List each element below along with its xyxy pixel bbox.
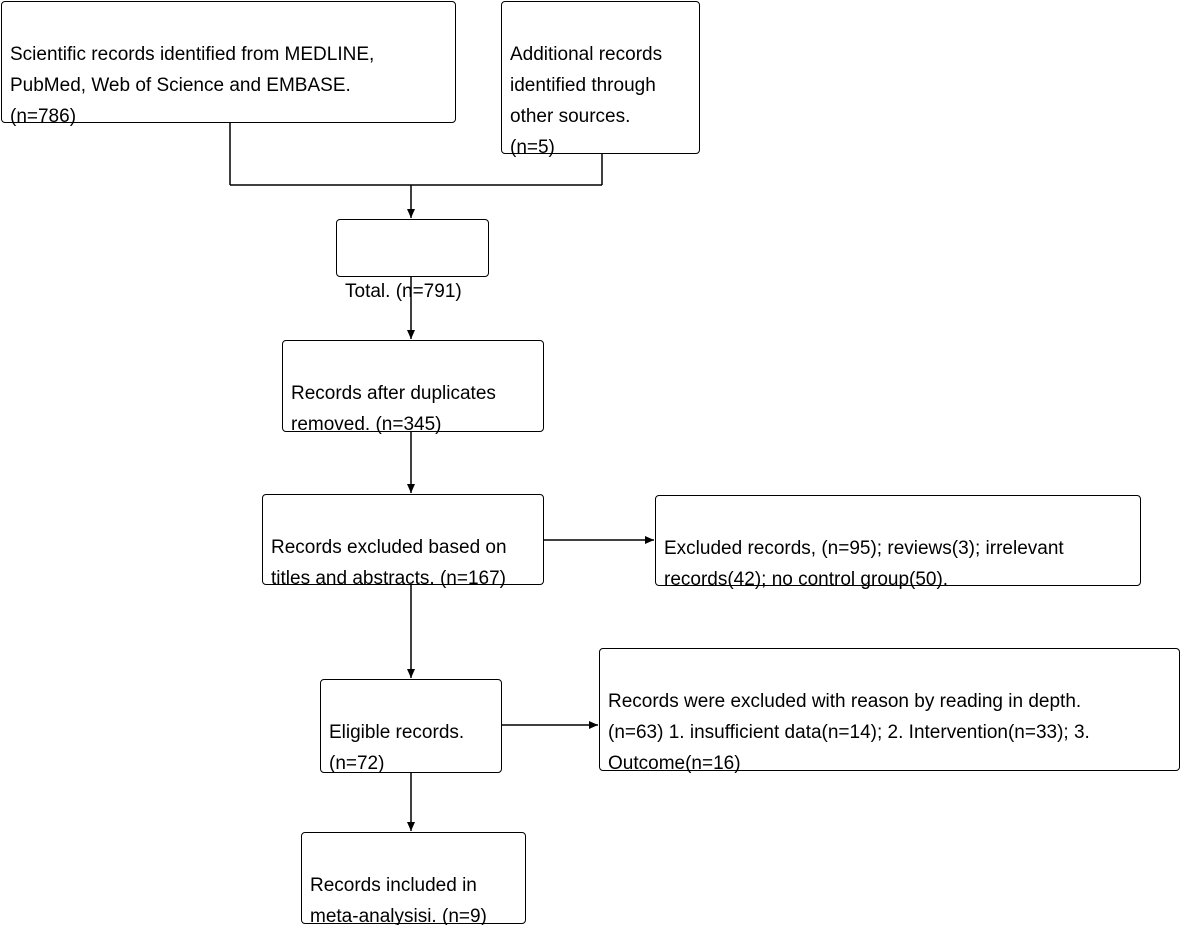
box-included: Records included in meta-analysisi. (n=9… [301,832,526,925]
total-text: Total. (n=791) [345,281,462,302]
screened-text: Records excluded based on titles and abs… [271,537,507,589]
eligible-text: Eligible records. (n=72) [329,722,465,774]
box-eligible: Eligible records. (n=72) [320,679,502,774]
deduplicated-text: Records after duplicates removed. (n=345… [291,383,496,435]
box-other-sources: Additional records identified through ot… [501,1,700,158]
screen-excluded-text: Excluded records, (n=95); reviews(3); ir… [664,538,1064,590]
eligibility-excluded-text: Records were excluded with reason by rea… [608,691,1090,774]
other-sources-text: Additional records identified through ot… [510,44,663,158]
box-screen-excluded: Excluded records, (n=95); reviews(3); ir… [655,495,1141,590]
databases-records-text: Scientific records identified from MEDLI… [10,44,375,127]
box-screened: Records excluded based on titles and abs… [262,494,544,589]
box-eligibility-excluded: Records were excluded with reason by rea… [599,648,1180,774]
box-databases-records: Scientific records identified from MEDLI… [1,1,456,127]
included-text: Records included in meta-analysisi. (n=9… [310,875,487,925]
box-deduplicated: Records after duplicates removed. (n=345… [282,340,544,435]
box-total: Total. (n=791) [336,219,489,302]
